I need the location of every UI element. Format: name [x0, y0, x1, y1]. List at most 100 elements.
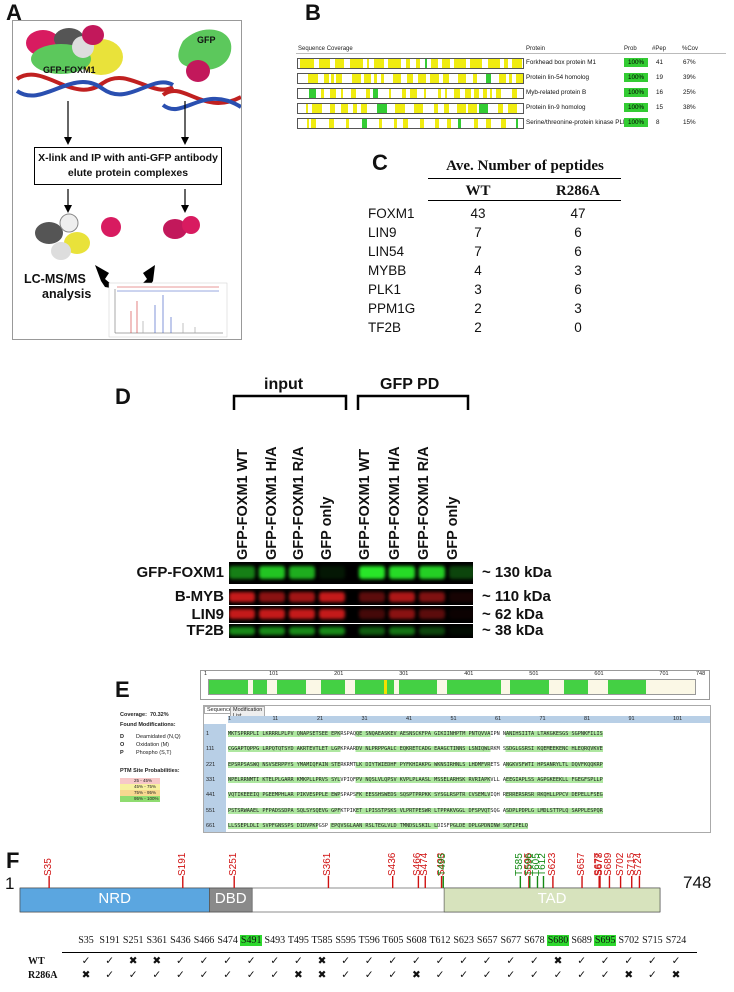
e-col-tick: 71 [539, 716, 546, 722]
mut-mark: ✖ [671, 969, 681, 981]
e-col-tick: 51 [450, 716, 457, 722]
ip-step-box: X-link and IP with anti-GFP antibody elu… [34, 147, 222, 185]
wt-mark: ✓ [411, 955, 421, 967]
coverage-segment [336, 74, 342, 83]
lane-label-text: GFP only [445, 496, 461, 560]
coverage-segment [464, 89, 472, 98]
phospho-site-label: S436 [386, 852, 398, 876]
coverage-segment [406, 74, 413, 83]
e-sequence-row: NPELRRNMTI KTELPLGARR KMKPLLPRVS SYLVPIQ… [228, 776, 603, 783]
panel-a-illustration [15, 25, 241, 338]
phospho-site-label: T612 [537, 853, 549, 876]
coverage-segment [468, 104, 477, 113]
peptide-row-name: FOXM1 [368, 206, 415, 221]
e-mod-desc: Phospho (S,T) [136, 750, 172, 756]
e-col-tick: 81 [584, 716, 591, 722]
coverage-segment [308, 74, 318, 83]
coverage-segment [329, 104, 335, 113]
coverage-segment [305, 104, 309, 113]
coverage-segment [446, 119, 452, 128]
e-ptm-mark [384, 680, 387, 694]
e-coverage-segment [607, 680, 647, 694]
f-start-label: 1 [5, 874, 15, 893]
site-column-header: S436 [170, 935, 191, 946]
coverage-segment [389, 89, 392, 98]
coverage-segment [374, 59, 385, 68]
lane-label-text: GFP-FOXM1 R/A [416, 446, 432, 560]
e-row-start: 221 [206, 761, 216, 768]
coverage-prob-badge: 100% [624, 103, 648, 112]
peptide-row-wt: 43 [470, 206, 486, 221]
blot-band [359, 627, 385, 635]
phospho-site-label: S361 [322, 852, 334, 876]
blot-band [259, 566, 285, 579]
site-column-header: T495 [287, 935, 309, 946]
coverage-segment [321, 89, 325, 98]
peptide-row-name: LIN9 [368, 225, 397, 240]
blot-kda: ~ 110 kDa [482, 588, 551, 605]
panel-label-c: C [372, 150, 388, 175]
blot-strip [229, 606, 473, 623]
wt-mark: ✓ [388, 955, 398, 967]
blot-kda: ~ 62 kDa [482, 606, 544, 623]
blot-band [419, 592, 445, 602]
coverage-segment [482, 89, 488, 98]
d-brackets [232, 394, 470, 410]
peptide-row-wt: 7 [474, 225, 482, 240]
foxm1-domain-diagram [19, 876, 661, 913]
coverage-segment [509, 74, 512, 83]
e-axis-tick: 301 [399, 671, 409, 677]
phospho-site-label: S191 [176, 852, 188, 876]
coverage-prob-badge: 100% [624, 118, 648, 127]
e-sequence-row: PSTSRWAAEL PFPADSSDPA SQLSYSQEVG GPFKTPI… [228, 807, 603, 814]
coverage-segment [420, 119, 424, 128]
blot-band [389, 609, 415, 619]
e-axis-tick: 501 [529, 671, 539, 677]
mut-mark: ✓ [105, 969, 114, 981]
phospho-site-label: S702 [614, 852, 626, 876]
blot-strip [229, 562, 473, 584]
coverage-segment [306, 119, 309, 128]
f-row-mut-label: R286A [28, 970, 58, 981]
coverage-segment [499, 74, 506, 83]
e-mod-desc: Oxidation (M) [136, 742, 170, 748]
e-col-tick: 91 [628, 716, 635, 722]
e-coverage-segment [354, 680, 394, 694]
mut-mark: ✓ [459, 969, 468, 981]
e-mod-code: D [120, 734, 124, 740]
peptide-row-mut: 6 [574, 282, 582, 297]
gfp-label: GFP [197, 35, 216, 45]
site-column-header: S702 [618, 935, 640, 946]
peptide-row-mut: 3 [574, 301, 582, 316]
coverage-segment [508, 104, 517, 113]
e-ptm-range: 25 - 45% [134, 778, 153, 783]
site-column-header: S680 [547, 935, 569, 946]
site-column-header: T596 [358, 935, 380, 946]
blot-band [319, 627, 345, 635]
e-coverage-value: 70.32% [149, 712, 169, 718]
wt-mark: ✓ [577, 955, 586, 967]
e-col-tick: 21 [317, 716, 324, 722]
e-sequence-row: CGGAPTQPPG LRPQTQTSYD AKRTEVTLET LGPKPAA… [228, 746, 603, 753]
ip-step-line2: elute protein complexes [67, 167, 189, 179]
blot-band [419, 566, 445, 579]
coverage-segment [503, 59, 509, 68]
coverage-segment [362, 119, 368, 128]
peptide-row-wt: 7 [474, 244, 482, 259]
lane-label-text: GFP-FOXM1 WT [357, 448, 373, 560]
coverage-segment [501, 119, 507, 128]
mut-mark: ✓ [152, 969, 162, 981]
mut-mark: ✓ [482, 969, 492, 981]
blot-band [229, 627, 255, 635]
lane-label: GFP-FOXM1 WT [357, 400, 375, 560]
blot-label: B-MYB [174, 588, 224, 605]
coverage-segment [377, 104, 388, 113]
mut-mark: ✖ [411, 969, 421, 981]
coverage-pep-count: 41 [656, 59, 664, 66]
coverage-protein-name: Protein lin-54 homolog [526, 74, 590, 81]
wt-mark: ✓ [293, 955, 303, 967]
coverage-percent: 39% [683, 74, 696, 81]
panel-label-e: E [115, 677, 130, 702]
mut-mark: ✖ [293, 969, 303, 981]
